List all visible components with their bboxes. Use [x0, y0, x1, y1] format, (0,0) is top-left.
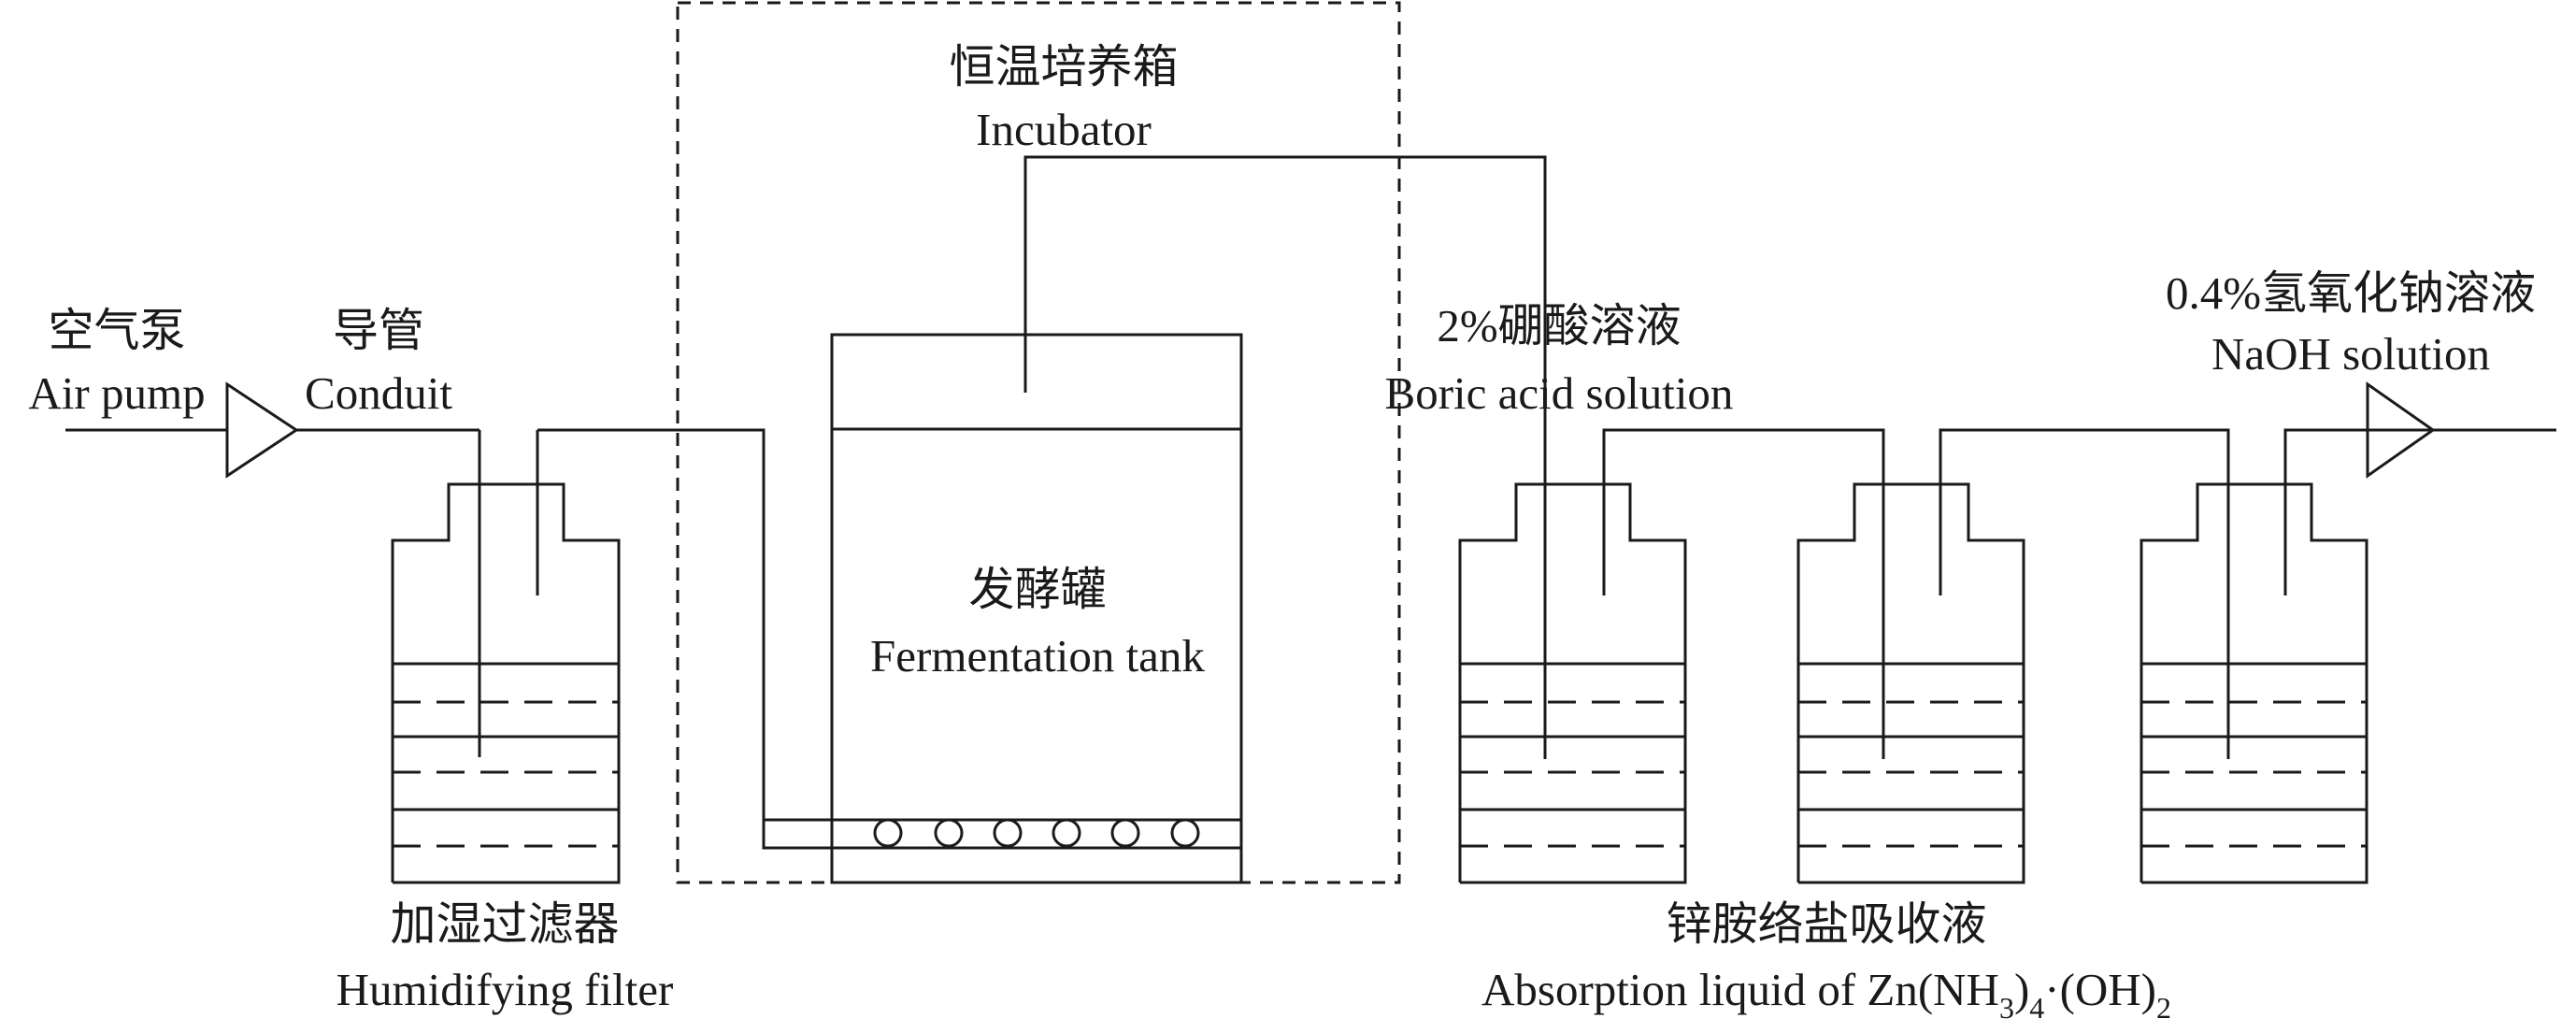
outlet-arrow	[2366, 381, 2556, 479]
air-pump-cn-label: 空气泵	[48, 305, 185, 356]
conduit-cn-label: 导管	[333, 305, 424, 356]
fermentation-tank-cn-label: 发酵罐	[968, 564, 1106, 615]
absorption-en-label: Absorption liquid of Zn(NH3)4·(OH)2	[1481, 964, 2171, 1025]
naoh-cn-label: 0.4%氢氧化钠溶液	[2166, 267, 2536, 319]
fermentation-tank	[830, 333, 1243, 884]
boric-acid-en-label: Boric acid solution	[1385, 367, 1734, 419]
humidifying-filter-cn-label: 加湿过滤器	[390, 898, 619, 950]
boric-acid-cn-label: 2%硼酸溶液	[1437, 300, 1681, 352]
filter-to-tank-tube	[537, 428, 1241, 850]
humidifying-filter-bottle	[391, 430, 621, 884]
conduit-en-label: Conduit	[305, 367, 452, 419]
naoh-bottle	[2140, 428, 2368, 884]
air-pump-en-label: Air pump	[28, 367, 205, 419]
tank-to-boric-tube	[1023, 155, 1547, 759]
absorption-bottle	[1796, 428, 2230, 884]
incubator-cn-label: 恒温培养箱	[949, 41, 1178, 93]
boric-acid-bottle	[1458, 428, 1885, 884]
absorption-cn-label: 锌胺络盐吸收液	[1666, 898, 1986, 950]
naoh-en-label: NaOH solution	[2211, 328, 2490, 380]
incubator-en-label: Incubator	[976, 104, 1152, 155]
fermentation-tank-en-label: Fermentation tank	[870, 630, 1205, 681]
humidifying-filter-en-label: Humidifying filter	[336, 964, 674, 1015]
